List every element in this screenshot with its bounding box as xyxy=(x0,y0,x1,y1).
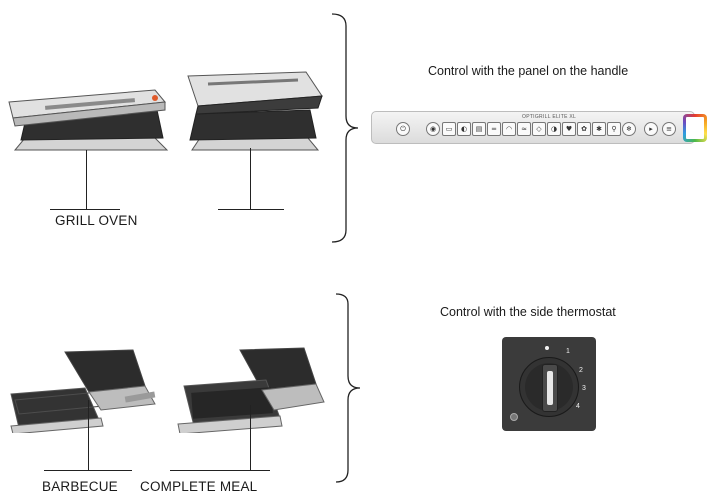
grill-oven-leader-h1 xyxy=(50,209,120,210)
thermostat-mark-4: 4 xyxy=(576,403,580,410)
thermostat-indicator-light xyxy=(510,413,518,421)
program-poultry-button[interactable]: ◐ xyxy=(457,122,471,136)
grill-oven-open-illustration xyxy=(187,71,323,151)
ok-button[interactable]: ▸ xyxy=(644,122,658,136)
thermostat-knob-grip xyxy=(542,364,558,412)
complete-meal-label: COMPLETE MEAL xyxy=(140,479,258,494)
panel-brand-text: OPTIGRILL ELITE XL xyxy=(522,114,577,120)
program-vegetable-button[interactable]: ✿ xyxy=(577,122,591,136)
program-shellfish-button[interactable]: ◑ xyxy=(547,122,561,136)
mode-button[interactable]: ◉ xyxy=(426,122,440,136)
barbecue-label: BARBECUE xyxy=(42,479,118,494)
menu-button[interactable]: ≡ xyxy=(662,122,676,136)
barbecue-leader-h xyxy=(44,470,132,471)
barbecue-open-illustration xyxy=(10,349,156,433)
grill-oven-closed-illustration xyxy=(8,89,169,151)
handle-control-panel: OPTIGRILL ELITE XL ⏻ ◉ ▭ ◐ ▤ ═ ◠ ≈ ◇ ◑ ♥… xyxy=(371,111,695,144)
grill-oven-leader-h2 xyxy=(218,209,284,210)
program-burger-button[interactable]: ▭ xyxy=(442,122,456,136)
doneness-indicator-icon xyxy=(683,114,707,142)
complete-meal-leader-v xyxy=(250,405,251,470)
power-button[interactable]: ⏻ xyxy=(396,122,410,136)
program-fish-button[interactable]: ◇ xyxy=(532,122,546,136)
thermostat-off-dot xyxy=(545,346,549,350)
grill-oven-leader-v2 xyxy=(250,148,251,209)
thermostat-knob-marker xyxy=(547,371,553,405)
grill-oven-leader-v1 xyxy=(86,150,87,209)
program-pork-button[interactable]: ◠ xyxy=(502,122,516,136)
grill-oven-label: GRILL OVEN xyxy=(55,213,138,228)
thermostat-mark-2: 2 xyxy=(579,367,583,374)
thermostat-knob[interactable] xyxy=(519,357,579,417)
frozen-button[interactable]: ✱ xyxy=(592,122,606,136)
manual-button[interactable]: ⚲ xyxy=(607,122,621,136)
panel-heading: Control with the panel on the handle xyxy=(428,64,629,78)
thermostat-heading: Control with the side thermostat xyxy=(440,305,616,319)
program-sandwich-button[interactable]: ▤ xyxy=(472,122,486,136)
top-curly-brace xyxy=(331,13,359,243)
program-bacon-button[interactable]: ≈ xyxy=(517,122,531,136)
program-sausage-button[interactable]: ═ xyxy=(487,122,501,136)
complete-meal-open-illustration xyxy=(177,347,325,433)
complete-meal-leader-h xyxy=(170,470,270,471)
bottom-curly-brace xyxy=(335,293,361,483)
defrost-button[interactable]: ❄ xyxy=(622,122,636,136)
thermostat-mark-3: 3 xyxy=(582,385,586,392)
barbecue-leader-v xyxy=(88,400,89,470)
program-steak-button[interactable]: ♥ xyxy=(562,122,576,136)
side-thermostat: 1 2 3 4 xyxy=(502,337,596,431)
thermostat-mark-1: 1 xyxy=(566,348,570,355)
